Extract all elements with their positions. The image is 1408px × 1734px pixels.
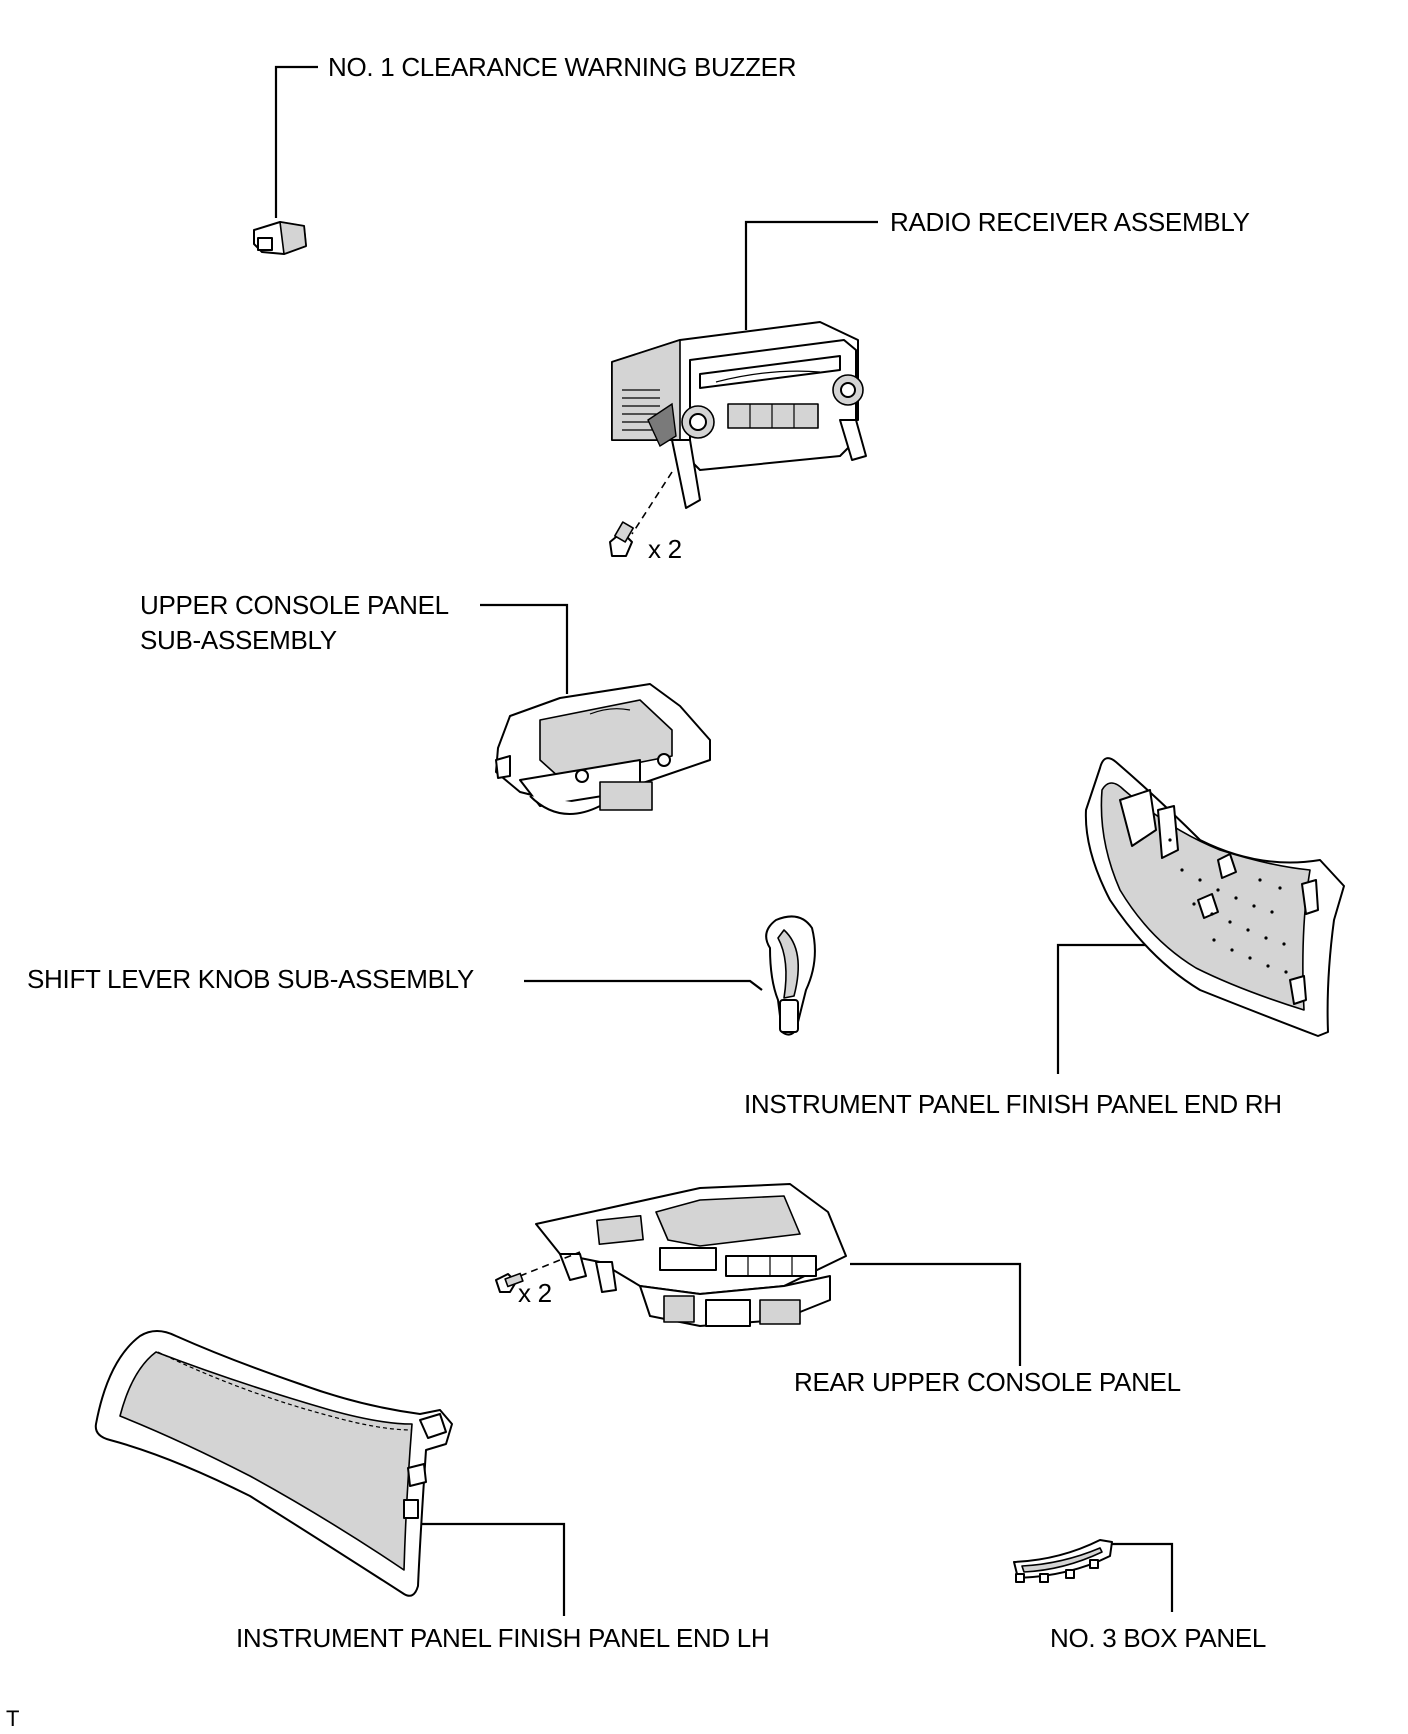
upper-console-label-line1: UPPER CONSOLE PANEL	[140, 590, 449, 620]
rear-console-screw-quantity: x 2	[518, 1278, 552, 1308]
box-panel-part	[1013, 1539, 1113, 1583]
panel-end-lh-label: INSTRUMENT PANEL FINISH PANEL END LH	[236, 1623, 769, 1653]
corner-mark: T	[6, 1706, 19, 1731]
box-panel-label: NO. 3 BOX PANEL	[1050, 1623, 1266, 1653]
shift-knob-part	[765, 915, 816, 1036]
upper-console-part	[495, 683, 711, 815]
panel-end-rh-part	[1084, 757, 1345, 1037]
radio-screw-quantity: x 2	[648, 534, 682, 564]
panel-end-rh-group: INSTRUMENT PANEL FINISH PANEL END RH	[744, 757, 1345, 1119]
rear-console-group: REAR UPPER CONSOLE PANEL x 2	[495, 1183, 1181, 1397]
box-panel-group: NO. 3 BOX PANEL	[1013, 1539, 1266, 1653]
rear-console-screw-part	[495, 1272, 524, 1293]
radio-receiver-part	[609, 321, 867, 557]
box-panel-leader-line	[1100, 1542, 1174, 1612]
shift-knob-leader-line	[524, 979, 763, 991]
shift-knob-group: SHIFT LEVER KNOB SUB-ASSEMBLY	[27, 915, 816, 1036]
panel-end-lh-group: INSTRUMENT PANEL FINISH PANEL END LH	[94, 1330, 770, 1653]
radio-screw-part	[609, 521, 634, 557]
buzzer-label: NO. 1 CLEARANCE WARNING BUZZER	[328, 52, 796, 82]
rear-console-leader-line	[850, 1262, 1022, 1366]
radio-label: RADIO RECEIVER ASSEMBLY	[890, 207, 1250, 237]
upper-console-group: UPPER CONSOLE PANEL SUB-ASSEMBLY	[140, 590, 711, 815]
radio-group: RADIO RECEIVER ASSEMBLY	[609, 207, 1250, 564]
panel-end-rh-label: INSTRUMENT PANEL FINISH PANEL END RH	[744, 1089, 1282, 1119]
buzzer-group: NO. 1 CLEARANCE WARNING BUZZER	[253, 52, 797, 255]
buzzer-part	[253, 221, 307, 255]
radio-leader-line	[744, 220, 878, 330]
shift-knob-label: SHIFT LEVER KNOB SUB-ASSEMBLY	[27, 964, 474, 994]
panel-end-lh-leader-line	[422, 1522, 566, 1616]
panel-end-rh-dots	[1168, 838, 1288, 974]
upper-console-label-line2: SUB-ASSEMBLY	[140, 625, 337, 655]
panel-end-lh-part	[94, 1330, 453, 1597]
buzzer-leader-line	[274, 65, 318, 218]
rear-console-label: REAR UPPER CONSOLE PANEL	[794, 1367, 1181, 1397]
upper-console-leader-line	[480, 603, 569, 694]
rear-console-part	[495, 1183, 847, 1327]
